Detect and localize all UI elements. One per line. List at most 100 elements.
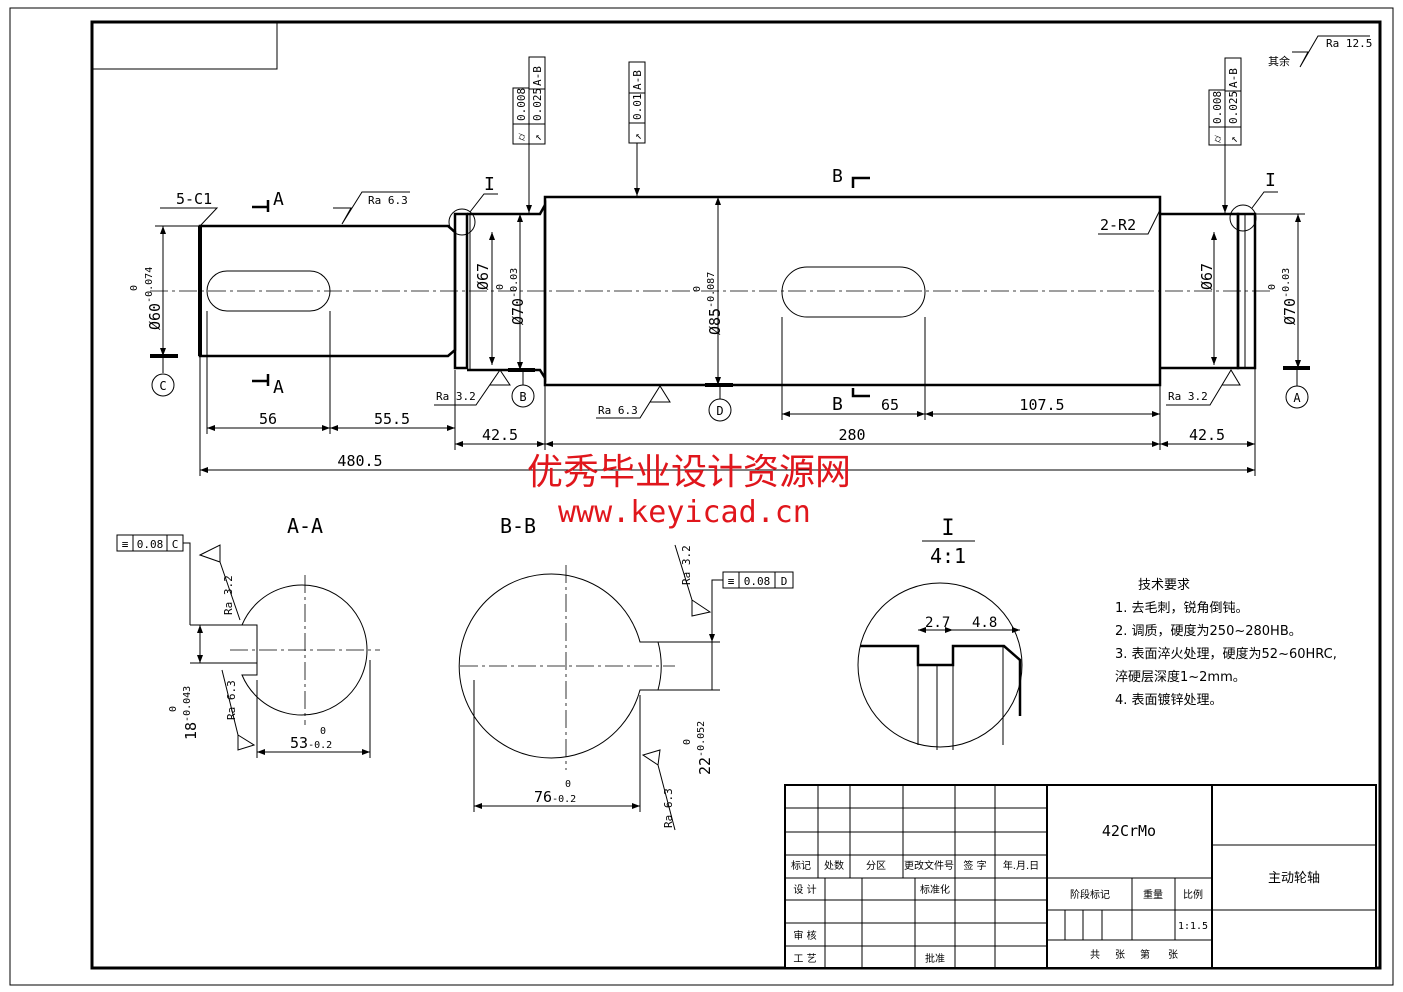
gdt-value: 0.025: [1227, 91, 1240, 124]
roughness-label: Ra 3.2: [680, 545, 693, 585]
tol-upper: 0: [565, 779, 571, 790]
header-count: 处数: [824, 859, 844, 872]
tol-upper: 0: [320, 726, 326, 737]
weight-label: 重量: [1143, 888, 1163, 901]
tech-requirements: 技术要求 1. 去毛刺，锐角倒钝。 2. 调质，硬度为250~280HB。 3.…: [1115, 578, 1337, 708]
gdt-frame-middle: ↗ 0.01 A-B: [628, 61, 646, 196]
tol-upper: 0: [129, 285, 140, 291]
gdt-value: 0.008: [515, 88, 528, 121]
datum-c: C: [151, 358, 175, 397]
tol-lower: -0.03: [509, 268, 520, 298]
tech-req-item: 4. 表面镀锌处理。: [1115, 692, 1223, 708]
svg-text:Ø70-0.03: Ø70-0.03: [1281, 268, 1299, 325]
code-box: [91, 21, 278, 70]
runout-icon: ↗: [531, 134, 544, 141]
dim-65: 65: [881, 396, 899, 414]
keyway-middle: [781, 266, 926, 318]
section-bb-title: B-B: [500, 514, 536, 538]
dim-55-5: 55.5: [374, 410, 410, 428]
dim-d85: Ø85: [706, 308, 724, 335]
gdt-value: 0.08: [744, 575, 771, 588]
tol-lower: -0.052: [696, 721, 707, 757]
dim-d60: Ø60: [146, 303, 164, 330]
dim-d70-left: Ø70: [509, 298, 527, 325]
tech-req-item: 3. 表面淬火处理，硬度为52~60HRC,: [1115, 646, 1337, 662]
design-label: 设 计: [793, 883, 816, 896]
tol-lower: -0.074: [144, 267, 155, 303]
shaft-main-view: I I 5-C1 2-R2 A A B B Ra 6.3 Ra 3.2 Ra 6…: [129, 56, 1310, 476]
gdt-datum: D: [781, 575, 788, 588]
section-aa-title: A-A: [287, 514, 323, 538]
tech-req-title: 技术要求: [1138, 578, 1190, 593]
sheets-total-label: 共: [1090, 949, 1100, 961]
part-name: 主动轮轴: [1268, 871, 1320, 886]
cylindricity-icon: ⌭: [1211, 135, 1224, 143]
fillet-label: 2-R2: [1100, 216, 1136, 234]
dim-width: 18: [182, 722, 200, 740]
roughness-label: Ra 3.2: [1168, 390, 1208, 403]
dim-d70-right: Ø70: [1281, 298, 1299, 325]
drawing-frame: [90, 20, 1382, 970]
datum-d: D: [708, 387, 732, 422]
detail-i: I 4:1 2.7 4.8: [857, 516, 1023, 750]
sheet-border: [9, 7, 1394, 986]
header-change-doc: 更改文件号: [904, 859, 954, 872]
tol-lower: -0.03: [1281, 268, 1292, 298]
material: 42CrMo: [1102, 822, 1156, 840]
roughness-label: Ra 6.3: [662, 788, 675, 828]
datum-a: A: [1285, 370, 1309, 409]
header-date: 年.月.日: [1003, 859, 1039, 872]
section-aa: A-A ≡ 0.08 C Ra 3.2 Ra 6.3 18-0.043 0 53…: [116, 514, 380, 758]
datum-b: B: [511, 372, 535, 408]
dim-2-7: 2.7: [925, 615, 950, 631]
tol-upper: 0: [1267, 284, 1278, 290]
tech-req-item: 淬硬层深度1~2mm。: [1115, 669, 1246, 685]
detail-title: I: [941, 516, 954, 541]
gdt-value: 0.025: [531, 88, 544, 121]
cylindricity-icon: ⌭: [515, 133, 528, 141]
review-label: 审 核: [793, 929, 816, 942]
tol-upper: 0: [495, 284, 506, 290]
roughness-icon: [1292, 35, 1370, 68]
sheets-unit: 张: [1115, 949, 1125, 961]
header-mark: 标记: [791, 860, 811, 872]
header-zone: 分区: [866, 860, 886, 872]
dim-107-5: 107.5: [1019, 396, 1064, 414]
tol-upper: 0: [168, 706, 179, 712]
symmetry-icon: ≡: [122, 538, 129, 551]
detail-mark-right: I: [1265, 170, 1276, 191]
roughness-label: Ra 3.2: [436, 390, 476, 403]
symmetry-icon: ≡: [728, 575, 735, 588]
title-block: 标记 处数 分区 更改文件号 签 字 年.月.日 设 计 标准化 审 核 工 艺…: [784, 784, 1377, 969]
section-bb: B-B ≡ 0.08 D Ra 3.2 Ra 6.3 22-0.052 0 76…: [458, 514, 794, 831]
default-roughness: 其余 Ra 12.5: [1268, 35, 1372, 68]
svg-text:Ø60-0.074: Ø60-0.074: [144, 267, 164, 330]
stage-mark-label: 阶段标记: [1070, 888, 1110, 901]
gdt-datum: A-B: [631, 70, 644, 90]
roughness-label: Ra 3.2: [222, 575, 235, 615]
roughness-label: Ra 6.3: [598, 404, 638, 417]
watermark-cn: 优秀毕业设计资源网: [527, 452, 851, 493]
dim-d67-right: Ø67: [1198, 263, 1216, 290]
svg-text:Ø85-0.087: Ø85-0.087: [706, 272, 724, 335]
dim-depth: 53: [290, 734, 308, 752]
tol-upper: 0: [682, 739, 693, 745]
svg-text:22-0.052: 22-0.052: [696, 721, 714, 775]
section-mark-b-bottom: B: [832, 394, 843, 415]
gdt-value: 0.008: [1211, 91, 1224, 124]
dim-width: 22: [696, 757, 714, 775]
datum-label: B: [519, 390, 526, 404]
default-roughness-value: Ra 12.5: [1326, 37, 1372, 50]
dim-42-5-left: 42.5: [482, 426, 518, 444]
sheets-unit: 张: [1168, 949, 1178, 961]
datum-label: C: [159, 379, 166, 393]
chamfer-label: 5-C1: [176, 190, 212, 208]
dim-480-5: 480.5: [337, 452, 382, 470]
gdt-frame-left: ⌭ 0.008 ↗ 0.025 A-B: [512, 56, 546, 213]
dim-4-8: 4.8: [972, 615, 997, 631]
standardization-label: 标准化: [920, 883, 950, 896]
dim-56: 56: [259, 410, 277, 428]
dim-d67-left: Ø67: [474, 263, 492, 290]
process-label: 工 艺: [793, 953, 816, 965]
